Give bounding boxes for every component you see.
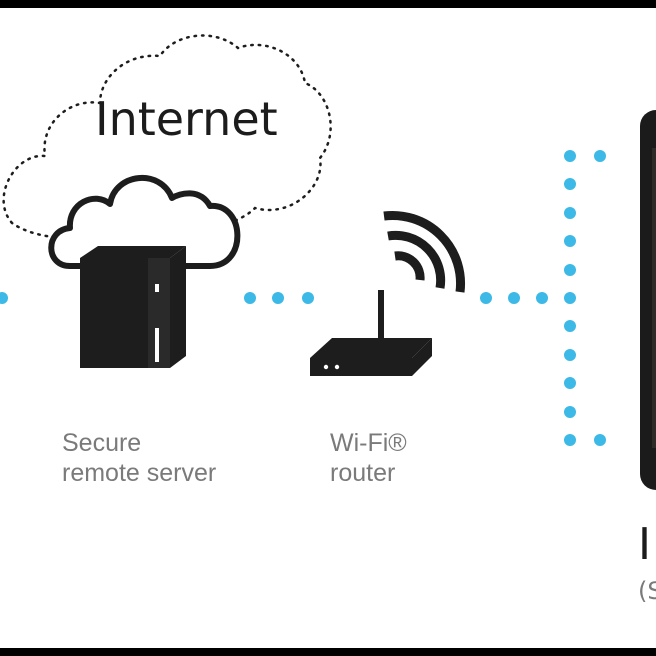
connection-dots — [0, 150, 606, 446]
server-icon — [80, 246, 186, 368]
connection-dot — [564, 207, 576, 219]
connection-dot — [564, 264, 576, 276]
connection-dot — [564, 349, 576, 361]
connection-dot — [564, 377, 576, 389]
connection-dot — [564, 178, 576, 190]
connection-dot — [0, 292, 8, 304]
connection-dot — [536, 292, 548, 304]
connection-dot — [594, 434, 606, 446]
device-label-partial: I — [638, 519, 651, 570]
connection-dot — [244, 292, 256, 304]
internet-label: Internet — [95, 92, 278, 146]
diagram-artwork — [0, 34, 656, 490]
router-label-line2: router — [330, 459, 396, 487]
connection-dot — [272, 292, 284, 304]
connection-dot — [594, 150, 606, 162]
network-diagram: Internet Secure remote server Wi-Fi® rou… — [0, 8, 656, 648]
connection-dot — [564, 235, 576, 247]
connection-dot — [564, 150, 576, 162]
router-label-line1: Wi-Fi® — [330, 429, 407, 457]
router-label: Wi-Fi® router — [330, 428, 407, 488]
server-label: Secure remote server — [62, 428, 216, 488]
server-label-line1: Secure — [62, 429, 142, 457]
wifi-router-icon — [310, 290, 432, 376]
smartphone-icon — [640, 110, 656, 490]
device-sublabel-partial: (S — [638, 577, 656, 605]
connection-dot — [480, 292, 492, 304]
connection-dot — [564, 434, 576, 446]
connection-dot — [508, 292, 520, 304]
server-label-line2: remote server — [62, 459, 217, 487]
wifi-signal-icon — [383, 210, 466, 293]
cloud-icon — [48, 174, 241, 269]
connection-dot — [302, 292, 314, 304]
connection-dot — [564, 406, 576, 418]
internet-cloud-outline-icon — [2, 34, 332, 240]
connection-dot — [564, 320, 576, 332]
connection-dot — [564, 292, 576, 304]
